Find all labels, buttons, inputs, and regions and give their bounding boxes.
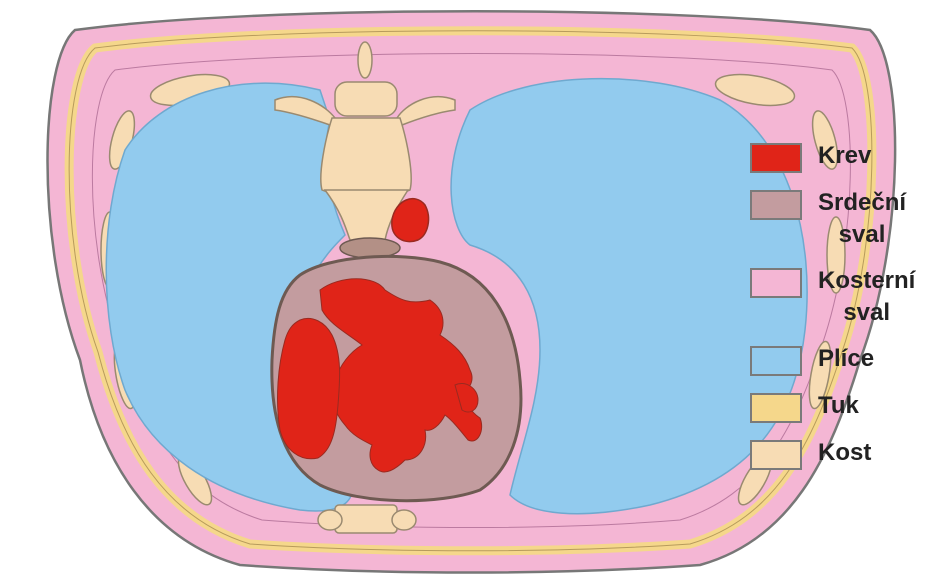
swatch-heart-muscle (750, 190, 802, 220)
swatch-fat (750, 393, 802, 423)
legend-item-heart-muscle: Srdeční sval (750, 187, 940, 251)
swatch-bone (750, 440, 802, 470)
legend-label-bone: Kost (818, 437, 871, 469)
legend-label-lungs: Plíce (818, 343, 874, 375)
swatch-lungs (750, 346, 802, 376)
legend-item-fat: Tuk (750, 390, 940, 423)
legend-item-lungs: Plíce (750, 343, 940, 376)
legend-item-blood: Krev (750, 140, 940, 173)
legend-item-skeletal-muscle: Kosterní sval (750, 265, 940, 329)
legend: Krev Srdeční sval Kosterní sval Plíce Tu… (750, 140, 940, 484)
legend-label-fat: Tuk (818, 390, 859, 422)
swatch-skeletal-muscle (750, 268, 802, 298)
legend-label-heart-muscle: Srdeční sval (818, 187, 906, 251)
legend-item-bone: Kost (750, 437, 940, 470)
legend-label-blood: Krev (818, 140, 871, 172)
legend-label-skeletal-muscle: Kosterní sval (818, 265, 915, 329)
swatch-blood (750, 143, 802, 173)
